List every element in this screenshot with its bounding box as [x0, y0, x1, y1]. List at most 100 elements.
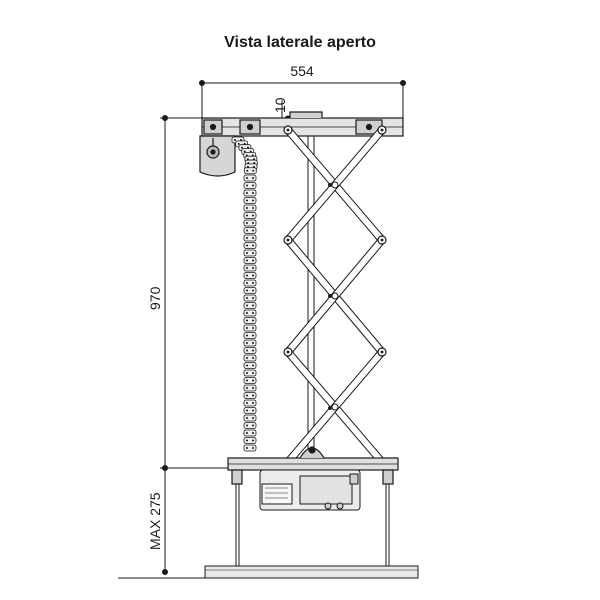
chain-rivet	[252, 402, 254, 404]
chain-rivet	[246, 207, 248, 209]
chain-link	[243, 422, 257, 429]
chain-rivet	[246, 274, 248, 277]
chain-rivet	[246, 342, 248, 344]
diagram-title: Vista laterale aperto	[224, 34, 376, 51]
chain-rivet	[246, 229, 248, 232]
chain-rivet	[252, 214, 254, 217]
chain-rivet	[252, 184, 254, 187]
chain-rivet	[252, 304, 254, 307]
chain-link	[243, 392, 257, 399]
chain-link	[243, 377, 257, 384]
projector	[259, 469, 361, 511]
chain-link	[243, 204, 257, 212]
chain-rivet	[246, 192, 248, 194]
motor-bracket	[199, 135, 251, 177]
chain-link	[243, 212, 257, 219]
chain-rivet	[246, 319, 248, 322]
chain-rivet	[246, 432, 248, 434]
chain-rivet	[252, 334, 254, 337]
chain-link	[243, 309, 257, 317]
chain-link	[243, 437, 257, 444]
chain-rivet	[252, 417, 254, 419]
chain-link	[243, 167, 257, 175]
chain-rivet	[237, 142, 240, 145]
max-drop-dimension	[118, 468, 205, 579]
scissor-pivot	[331, 292, 339, 300]
chain-rivet	[252, 394, 254, 397]
chain-rivet	[252, 237, 254, 239]
chain-link	[243, 242, 257, 249]
chain-rivet	[246, 312, 248, 314]
scissor-joint-center	[380, 128, 384, 132]
chain-rivet	[246, 304, 248, 307]
chain-rivet	[252, 372, 254, 374]
chain-rivet	[246, 334, 248, 337]
max-drop-label: MAX 275	[147, 492, 163, 550]
width-label: 554	[290, 63, 314, 79]
chain-rivet	[252, 387, 254, 389]
chain-rivet	[252, 177, 254, 179]
panel-hangers	[235, 484, 390, 566]
chain-rivet	[246, 439, 248, 442]
chain-rivet	[252, 432, 254, 434]
chain-link	[243, 354, 257, 362]
chain-link	[243, 407, 257, 414]
chain-rivet	[252, 327, 254, 329]
chain-link	[243, 182, 257, 189]
scissor-joint-center	[286, 238, 290, 242]
bottom-platform	[227, 446, 399, 485]
chain-rivet	[246, 424, 248, 427]
chain-link	[243, 272, 257, 279]
chain-rivet	[246, 199, 248, 202]
chain-link	[243, 264, 257, 272]
chain-link	[243, 399, 257, 407]
chain-rivet	[252, 319, 254, 322]
scissor-pivot	[331, 181, 339, 189]
chain-rivet	[252, 379, 254, 382]
chain-link	[243, 234, 257, 242]
chain-rivet	[246, 349, 248, 352]
cable-chain	[231, 136, 258, 452]
scissor-joint-center	[380, 350, 384, 354]
chain-link	[243, 347, 257, 354]
offset-label: 10	[272, 97, 288, 113]
chain-rivet	[246, 327, 248, 329]
scissor-joint-center	[380, 238, 384, 242]
chain-link	[243, 294, 257, 302]
chain-rivet	[252, 259, 254, 262]
chain-rivet	[246, 394, 248, 397]
height-dimension	[160, 115, 230, 471]
chain-rivet	[252, 252, 254, 254]
top-rail	[201, 111, 404, 137]
chain-link	[243, 174, 257, 182]
chain-rivet	[252, 312, 254, 314]
scissor-joint-center	[286, 128, 290, 132]
scissor-joint-center	[286, 350, 290, 354]
ceiling-panel	[204, 565, 419, 579]
chain-link	[243, 302, 257, 309]
chain-rivet	[252, 244, 254, 247]
chain-link	[243, 317, 257, 324]
chain-rivet	[246, 387, 248, 389]
chain-rivet	[252, 424, 254, 427]
chain-link	[243, 189, 257, 197]
chain-rivet	[252, 282, 254, 284]
height-label: 970	[147, 286, 163, 310]
chain-link	[243, 287, 257, 294]
chain-rivet	[246, 222, 248, 224]
chain-rivet	[252, 409, 254, 412]
chain-rivet	[246, 379, 248, 382]
chain-rivet	[240, 146, 243, 149]
chain-link	[243, 369, 257, 377]
chain-rivet	[246, 297, 248, 299]
chain-rivet	[246, 289, 248, 292]
chain-link	[243, 257, 257, 264]
chain-rivet	[246, 237, 248, 239]
chain-rivet	[246, 402, 248, 404]
chain-link	[243, 227, 257, 234]
chain-rivet	[252, 267, 254, 269]
width-dimension	[199, 80, 406, 118]
chain-rivet	[252, 207, 254, 209]
chain-rivet	[234, 139, 236, 141]
